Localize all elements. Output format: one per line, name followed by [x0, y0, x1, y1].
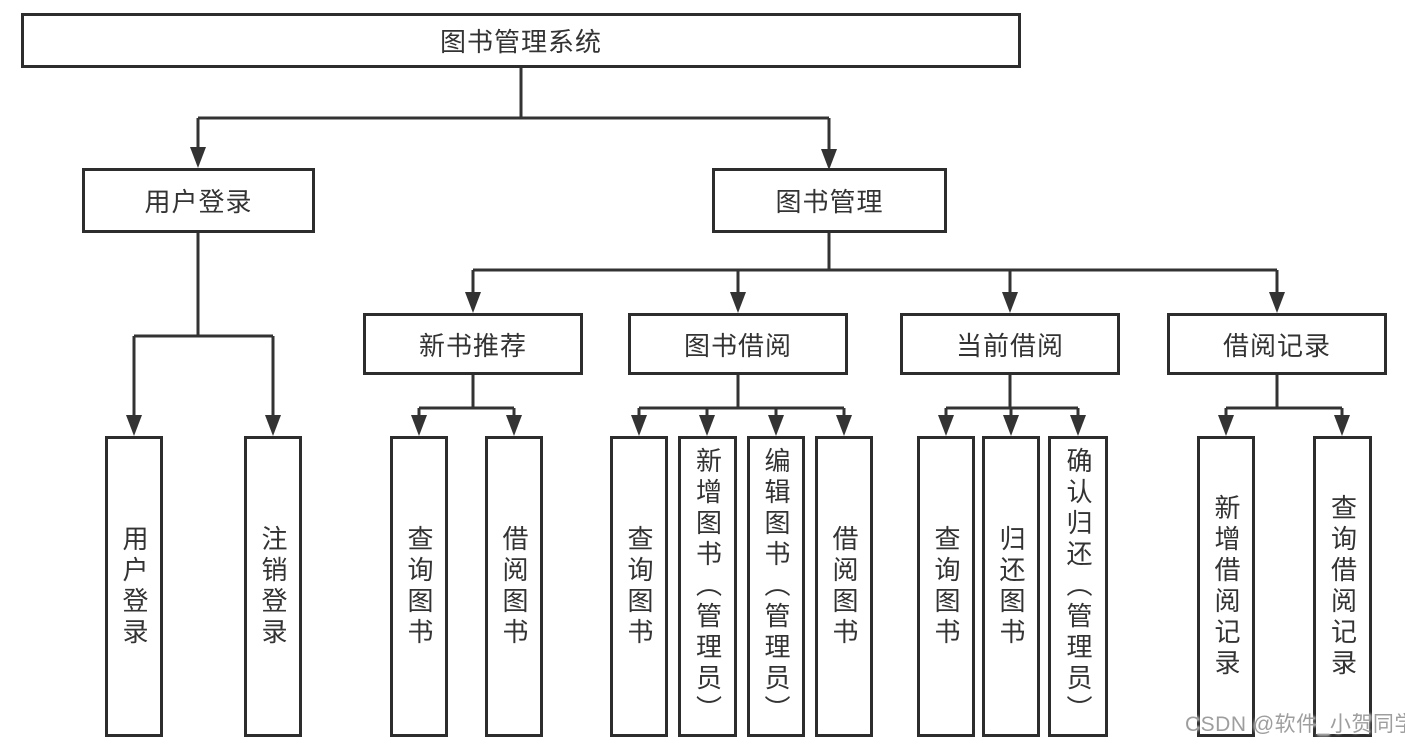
node-system-root-label: 图书管理系统 — [439, 27, 602, 57]
node-book-borrow: 图书借阅 — [628, 313, 848, 375]
leaf-add-borrow-record-label: 新增借阅记录 — [1211, 493, 1241, 680]
leaf-query-borrow-record: 查询借阅记录 — [1313, 436, 1372, 737]
leaf-borrow-books-2: 借阅图书 — [815, 436, 873, 737]
node-book-management: 图书管理 — [712, 168, 947, 233]
leaf-user-login-label: 用户登录 — [119, 524, 149, 649]
node-book-borrow-label: 图书借阅 — [683, 330, 792, 361]
node-book-management-label: 图书管理 — [775, 187, 884, 217]
node-current-borrow: 当前借阅 — [900, 313, 1120, 375]
arrowheads — [126, 147, 1350, 436]
leaf-borrow-books-1: 借阅图书 — [485, 436, 543, 737]
leaf-user-login: 用户登录 — [105, 436, 163, 737]
node-new-book-recommend: 新书推荐 — [363, 313, 583, 375]
leaf-query-books-2-label: 查询图书 — [624, 524, 654, 649]
leaf-query-borrow-record-label: 查询借阅记录 — [1327, 493, 1358, 680]
node-new-book-recommend-label: 新书推荐 — [418, 330, 527, 361]
leaf-edit-books-admin: 编辑图书（管理员） — [747, 436, 805, 737]
leaf-edit-books-admin-label: 编辑图书（管理员） — [761, 447, 791, 726]
leaf-return-books: 归还图书 — [982, 436, 1040, 737]
csdn-watermark: CSDN @软件_小贺同学 — [1185, 713, 1405, 736]
leaf-add-books-admin: 新增图书（管理员） — [678, 436, 737, 737]
node-current-borrow-label: 当前借阅 — [955, 330, 1064, 361]
node-borrow-records: 借阅记录 — [1167, 313, 1387, 375]
leaf-query-books-3-label: 查询图书 — [931, 524, 961, 649]
leaf-logout: 注销登录 — [244, 436, 302, 737]
leaf-borrow-books-2-label: 借阅图书 — [829, 524, 859, 649]
leaf-borrow-books-1-label: 借阅图书 — [499, 524, 529, 649]
leaf-query-books-2: 查询图书 — [610, 436, 668, 737]
leaf-add-books-admin-label: 新增图书（管理员） — [692, 447, 723, 726]
leaf-query-books-1-label: 查询图书 — [404, 524, 434, 649]
leaf-query-books-1: 查询图书 — [390, 436, 448, 737]
node-system-root: 图书管理系统 — [21, 13, 1021, 68]
node-user-login-label: 用户登录 — [144, 187, 253, 217]
leaf-confirm-return-admin: 确认归还（管理员） — [1048, 436, 1108, 737]
leaf-confirm-return-admin-label: 确认归还（管理员） — [1063, 447, 1093, 726]
node-borrow-records-label: 借阅记录 — [1222, 330, 1331, 361]
leaf-return-books-label: 归还图书 — [996, 524, 1026, 649]
node-user-login: 用户登录 — [82, 168, 315, 233]
leaf-logout-label: 注销登录 — [258, 524, 288, 649]
leaf-add-borrow-record: 新增借阅记录 — [1197, 436, 1255, 737]
leaf-query-books-3: 查询图书 — [917, 436, 975, 737]
